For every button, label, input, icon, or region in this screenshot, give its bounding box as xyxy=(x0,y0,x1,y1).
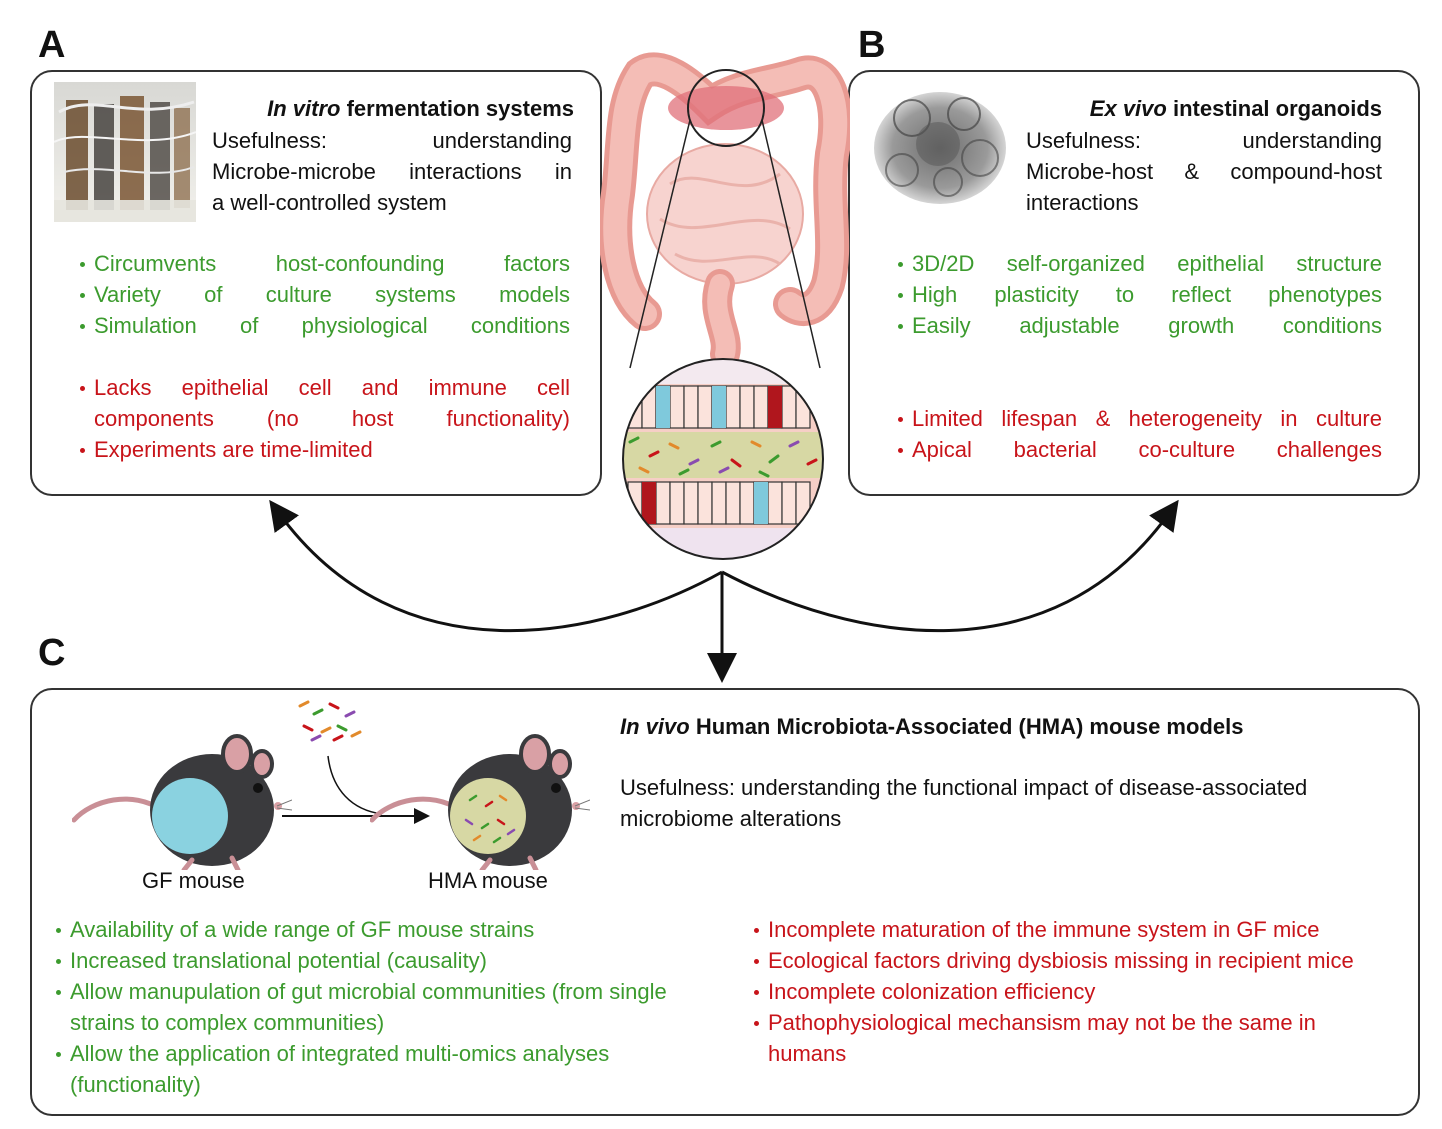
transfer-arrow-icon xyxy=(282,755,430,824)
fermenter-photo xyxy=(53,82,197,222)
panel-b-box: Ex vivo intestinal organoids Usefulness:… xyxy=(848,70,1420,496)
panel-c-cons: Incomplete maturation of the immune syst… xyxy=(750,914,1400,1069)
hma-mouse-label: HMA mouse xyxy=(428,868,548,893)
panel-b-pro-1: 3D/2D self-organized epithelial structur… xyxy=(894,248,1382,279)
panel-a-title-italic: In vitro xyxy=(267,96,341,121)
panel-b-pro-2: High plasticity to reflect phenotypes xyxy=(894,279,1382,310)
panel-c-pros: Availability of a wide range of GF mouse… xyxy=(52,914,692,1100)
panel-c-pro-1: Availability of a wide range of GF mouse… xyxy=(52,914,692,945)
panel-c-pro-3: Allow manupulation of gut microbial comm… xyxy=(52,976,692,1038)
panel-c-con-4: Pathophysiological mechansism may not be… xyxy=(750,1007,1400,1069)
panel-letter-a: A xyxy=(38,24,66,66)
panel-a-pro-2: Variety of culture systems models xyxy=(76,279,570,310)
panel-a-usefulness-1: Usefulness: understanding xyxy=(212,128,572,153)
panel-b-usefulness-1: Usefulness: understanding xyxy=(1026,128,1382,153)
panel-b-pros: 3D/2D self-organized epithelial structur… xyxy=(894,248,1382,341)
panel-a-con-2: Experiments are time-limited xyxy=(76,434,570,465)
panel-a-con-1: Lacks epithelial cell and immune cell co… xyxy=(76,372,570,434)
organoid-photo xyxy=(868,84,1010,212)
panel-b-cons: Limited lifespan & heterogeneity in cult… xyxy=(894,403,1382,465)
panel-a-title-rest: fermentation systems xyxy=(346,96,574,121)
epithelium-magnifier xyxy=(620,356,826,562)
panel-c-con-2: Ecological factors driving dysbiosis mis… xyxy=(750,945,1400,976)
panel-a-title: In vitro fermentation systems xyxy=(212,94,574,124)
panel-c-box: GF mouse xyxy=(30,688,1420,1116)
panel-c-title: In vivo Human Microbiota-Associated (HMA… xyxy=(620,712,1400,742)
panel-a-pro-3: Simulation of physiological conditions xyxy=(76,310,570,341)
panel-b-con-2: Apical bacterial co-culture challenges xyxy=(894,434,1382,465)
panel-b-pro-3: Easily adjustable growth conditions xyxy=(894,310,1382,341)
panel-c-con-3: Incomplete colonization efficiency xyxy=(750,976,1400,1007)
panel-a-usefulness-2: Microbe-microbe interactions in xyxy=(212,159,572,184)
panel-a-usefulness-3: a well-controlled system xyxy=(212,190,447,215)
panel-a-box: In vitro fermentation systems Usefulness… xyxy=(30,70,602,496)
panel-b-con-1: Limited lifespan & heterogeneity in cult… xyxy=(894,403,1382,434)
panel-c-pro-4: Allow the application of integrated mult… xyxy=(52,1038,692,1100)
panel-b-title-italic: Ex vivo xyxy=(1089,96,1167,121)
panel-c-title-italic: In vivo xyxy=(620,714,690,739)
bacteria-cluster xyxy=(294,696,366,746)
panel-b-usefulness-3: interactions xyxy=(1026,190,1139,215)
panel-b-title: Ex vivo intestinal organoids xyxy=(1026,94,1382,124)
gf-mouse-illustration xyxy=(71,730,293,873)
panel-c-usefulness: Usefulness: understanding the functional… xyxy=(620,775,1308,831)
intestine-illustration xyxy=(598,44,853,564)
panel-letter-b: B xyxy=(858,24,886,66)
panel-a-pros: Circumvents host-confounding factors Var… xyxy=(76,248,570,341)
panel-letter-c: C xyxy=(38,632,66,674)
panel-b-title-rest: intestinal organoids xyxy=(1172,96,1382,121)
panel-a-pro-1: Circumvents host-confounding factors xyxy=(76,248,570,279)
hma-mouse-illustration xyxy=(369,730,591,873)
panel-c-con-1: Incomplete maturation of the immune syst… xyxy=(750,914,1400,945)
panel-c-title-rest: Human Microbiota-Associated (HMA) mouse … xyxy=(695,714,1244,739)
panel-b-usefulness-2: Microbe-host & compound-host xyxy=(1026,159,1382,184)
panel-a-cons: Lacks epithelial cell and immune cell co… xyxy=(76,372,570,465)
panel-c-pro-2: Increased translational potential (causa… xyxy=(52,945,692,976)
gf-mouse-label: GF mouse xyxy=(142,868,245,893)
